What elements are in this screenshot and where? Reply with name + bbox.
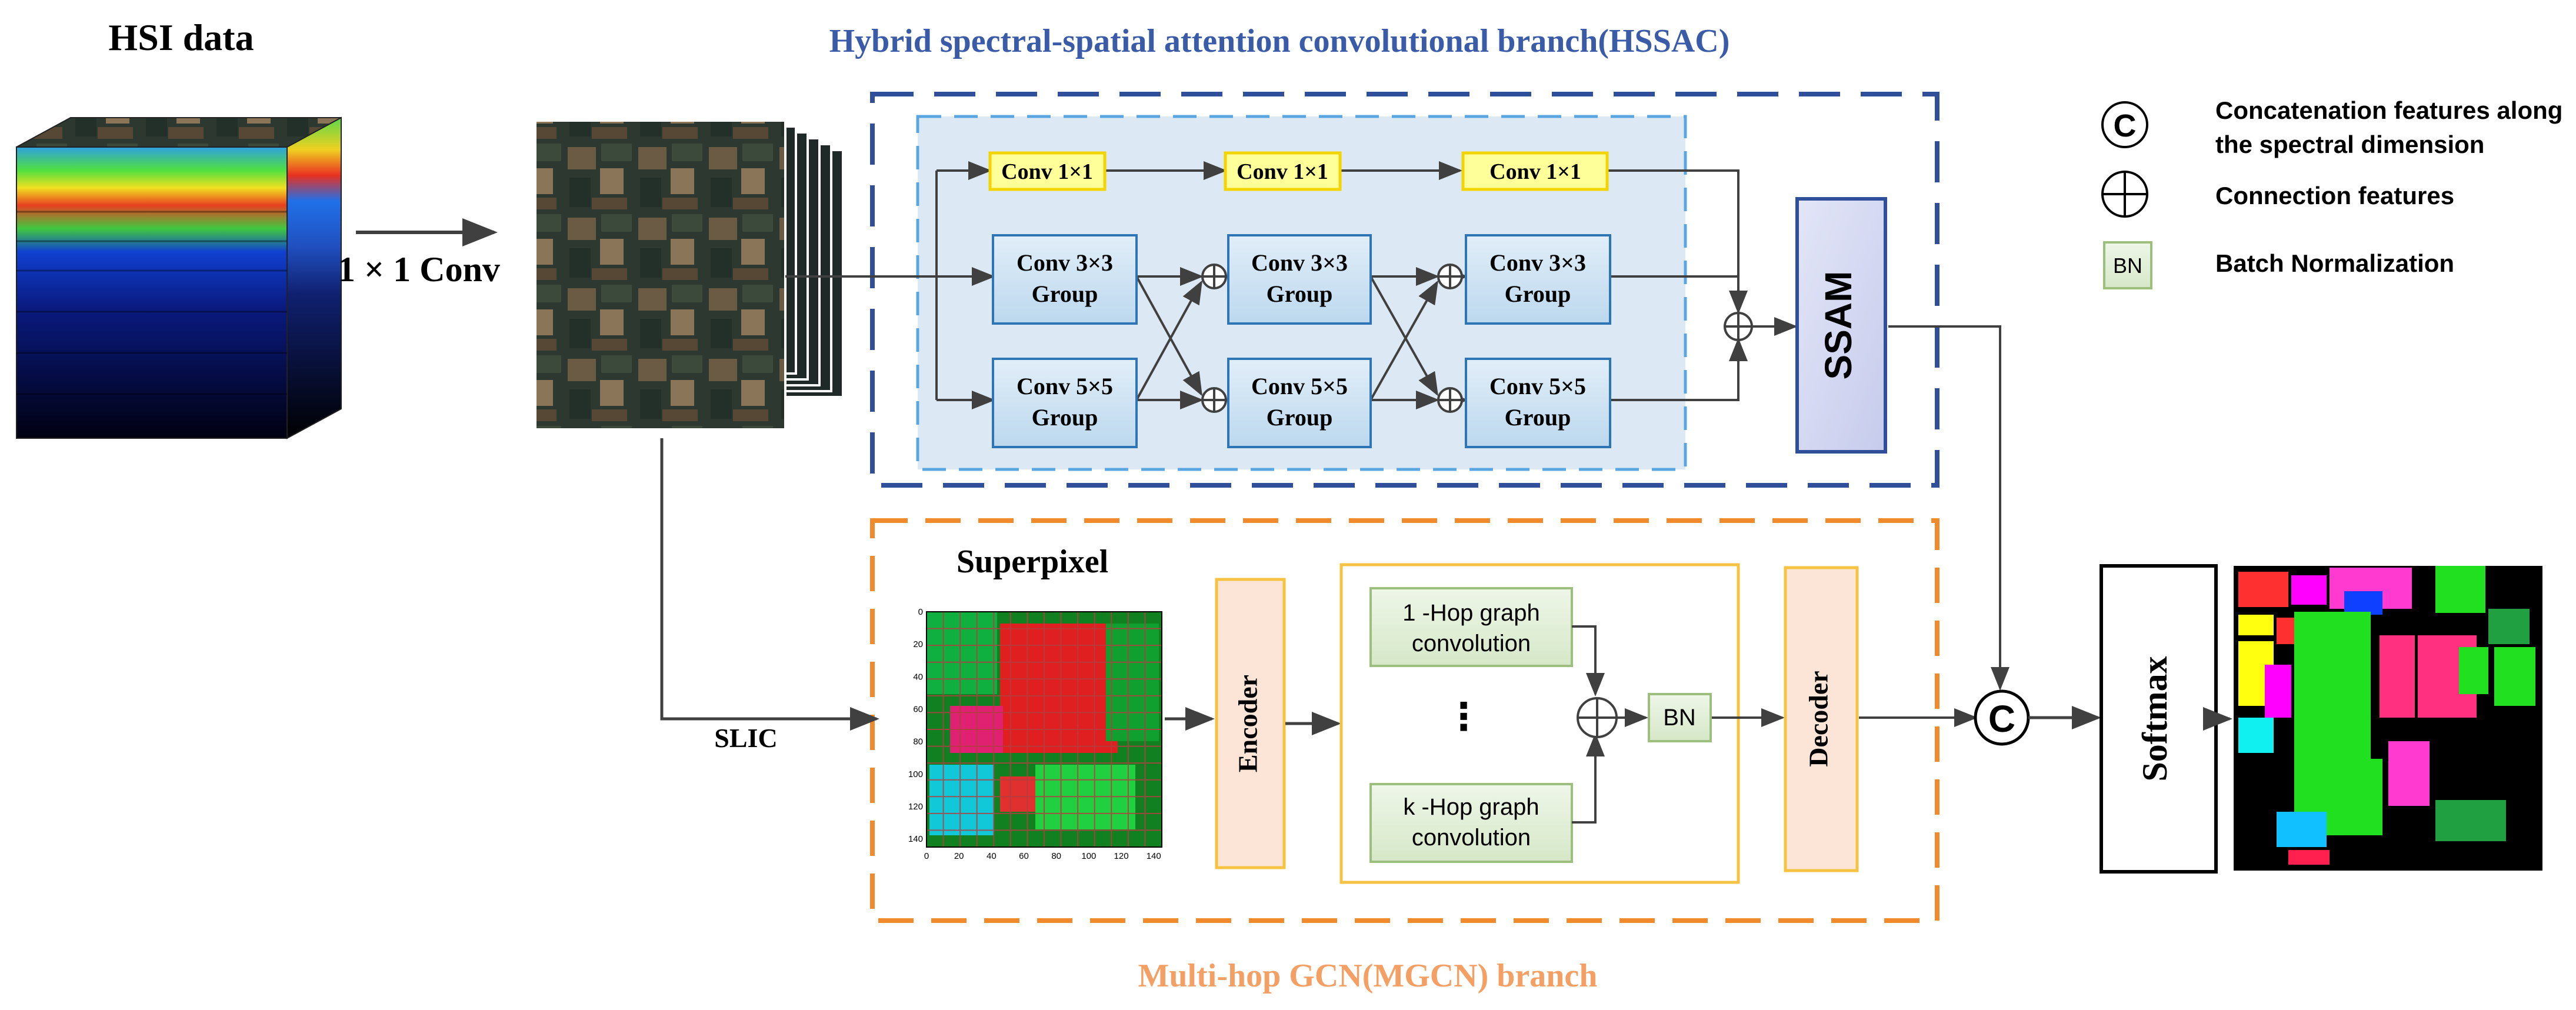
arrow-conv1-3-to-sum [1607, 169, 1748, 314]
arrow-g3-3-to-sum [1610, 275, 1739, 311]
superpixel-x-tick: 20 [954, 851, 964, 861]
svg-text:BN: BN [2113, 254, 2142, 278]
conv1x1-box-1: Conv 1×1 [988, 151, 1107, 191]
superpixel-label: Superpixel [957, 544, 1108, 580]
svg-text:k -Hop graph: k -Hop graph [1403, 794, 1539, 820]
classification-map-image [2234, 566, 2542, 871]
arrow-cross-2b [1369, 280, 1438, 401]
superpixel-y-tick: 80 [913, 737, 923, 747]
arrow-ssam-to-concat [1888, 325, 2010, 691]
superpixel-y-tick: 20 [913, 639, 923, 649]
legend-bn-box: BN [2103, 241, 2152, 289]
superpixel-x-tick: 140 [1147, 851, 1161, 861]
svg-text:Group: Group [1505, 404, 1571, 431]
softmax-block: Softmax [2100, 564, 2218, 874]
group-conv5x5-box-3: Conv 5×5 Group [1465, 358, 1611, 448]
svg-text:Group: Group [1505, 281, 1571, 307]
arrow-cross-1a [1135, 276, 1202, 396]
svg-text:Conv 1×1: Conv 1×1 [1237, 159, 1328, 184]
svg-text:Group: Group [1267, 404, 1333, 431]
group-conv3x3-box-3: Conv 3×3 Group [1465, 234, 1611, 325]
legend-connection-label: Connection features [2215, 182, 2454, 209]
legend-concat-line2: the spectral dimension [2215, 131, 2484, 158]
plus-icon [1437, 387, 1463, 413]
plus-icon [1201, 387, 1227, 413]
svg-text:Decoder: Decoder [1804, 671, 1834, 766]
legend-bn-label: Batch Normalization [2215, 249, 2454, 277]
group-conv3x3-box-1: Conv 3×3 Group [992, 234, 1138, 325]
arrow-g5-3-to-sum [1610, 338, 1748, 401]
superpixel-y-tick: 60 [913, 705, 923, 715]
svg-text:SSAM: SSAM [1817, 271, 1859, 380]
group-conv5x5-box-1: Conv 5×5 Group [992, 358, 1138, 448]
ssam-block: SSAM [1795, 197, 1887, 454]
svg-text:Softmax: Softmax [2135, 656, 2174, 781]
svg-text:Group: Group [1032, 404, 1098, 431]
hopk-graph-conv-box: k -Hop graph convolution [1369, 783, 1573, 863]
superpixel-y-tick: 0 [918, 607, 923, 617]
superpixel-x-tick: 120 [1114, 851, 1129, 861]
svg-text:C: C [2114, 108, 2137, 144]
svg-text:Conv 3×3: Conv 3×3 [1251, 249, 1348, 276]
svg-text:Group: Group [1032, 281, 1098, 307]
group-conv5x5-box-2: Conv 5×5 Group [1227, 358, 1372, 448]
decoder-block: Decoder [1784, 566, 1859, 872]
superpixel-x-tick: 100 [1081, 851, 1096, 861]
svg-text:Conv 5×5: Conv 5×5 [1489, 373, 1586, 399]
conv1x1-box-2: Conv 1×1 [1224, 151, 1342, 191]
svg-text:1 -Hop graph: 1 -Hop graph [1402, 600, 1539, 626]
svg-text:Conv 3×3: Conv 3×3 [1489, 249, 1586, 276]
hssac-title: Hybrid spectral-spatial attention convol… [829, 23, 1730, 59]
ellipsis-vertical: ⋮ [1445, 695, 1482, 738]
arrow-cross-1b [1135, 280, 1202, 401]
superpixel-y-tick: 100 [908, 769, 923, 779]
conv1x1-box-3: Conv 1×1 [1461, 151, 1609, 191]
svg-text:BN: BN [1663, 705, 1696, 731]
plus-icon [1724, 312, 1753, 341]
superpixel-x-tick: 0 [924, 851, 929, 861]
svg-text:Conv 5×5: Conv 5×5 [1017, 373, 1113, 399]
superpixel-x-tick: 40 [987, 851, 997, 861]
superpixel-image: 0 0 20 20 40 40 60 60 80 80 100 100 120 120 140 140 [908, 607, 1162, 861]
svg-text:Conv 1×1: Conv 1×1 [1489, 159, 1581, 184]
hssac-outer-border [870, 92, 1940, 488]
svg-text:Conv 3×3: Conv 3×3 [1017, 249, 1113, 276]
slic-label: SLIC [714, 723, 777, 753]
arrow-cross-2a [1369, 276, 1438, 396]
plus-icon [1201, 264, 1227, 289]
legend-concat-icon: C [2101, 101, 2148, 148]
svg-text:Conv 5×5: Conv 5×5 [1251, 373, 1348, 399]
superpixel-x-tick: 80 [1051, 851, 1061, 861]
svg-text:convolution: convolution [1412, 825, 1531, 851]
bn-box: BN [1648, 693, 1712, 742]
feature-map-stack [534, 119, 844, 431]
arrow-hopk-to-sum [1572, 733, 1605, 824]
encoder-block: Encoder [1215, 578, 1286, 869]
group-conv3x3-box-2: Conv 3×3 Group [1227, 234, 1372, 325]
superpixel-x-tick: 60 [1019, 851, 1029, 861]
svg-text:Group: Group [1267, 281, 1333, 307]
legend-plus-icon [2101, 171, 2148, 218]
svg-text:C: C [1988, 698, 2015, 740]
arrow-hop1-to-sum [1572, 625, 1605, 696]
plus-icon [1577, 697, 1618, 738]
legend-concat-line1: Concatenation features along [2215, 96, 2562, 124]
svg-text:Conv 1×1: Conv 1×1 [1001, 159, 1093, 184]
arrow-stack-to-superpixel [660, 438, 879, 731]
svg-text:Encoder: Encoder [1233, 675, 1263, 772]
plus-icon [1437, 264, 1463, 289]
hop1-graph-conv-box: 1 -Hop graph convolution [1369, 587, 1573, 667]
superpixel-y-tick: 40 [913, 672, 923, 682]
mgcn-title: Multi-hop GCN(MGCN) branch [1138, 958, 1598, 994]
concat-node: C [1974, 689, 2030, 746]
superpixel-y-tick: 140 [908, 834, 923, 844]
legend: C Concatenation features along the spect… [2101, 96, 2562, 289]
hsi-title: HSI data [108, 16, 254, 58]
superpixel-y-tick: 120 [908, 802, 923, 812]
conv1x1-label: 1 × 1 Conv [338, 250, 500, 289]
svg-text:convolution: convolution [1412, 631, 1531, 656]
hsi-cube-image [16, 116, 342, 439]
